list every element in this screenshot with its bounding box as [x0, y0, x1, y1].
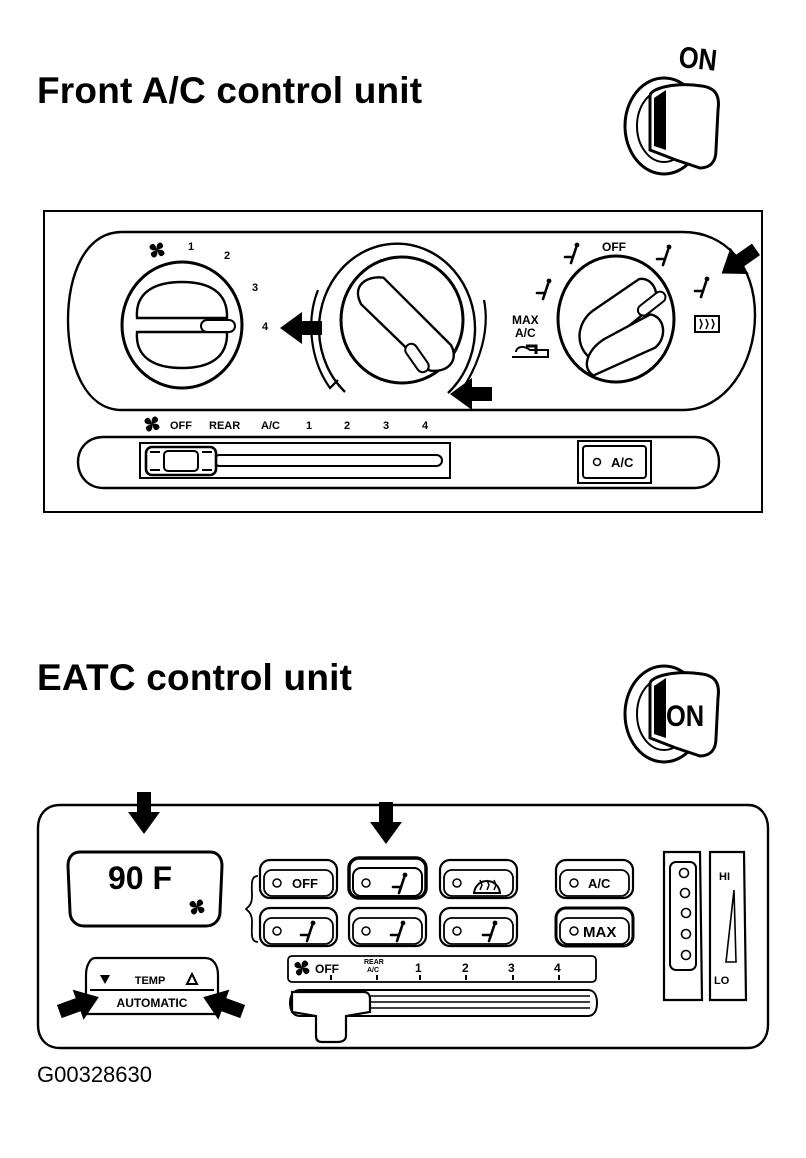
eatc-panel-button[interactable]	[438, 906, 519, 948]
automatic-button[interactable]: AUTOMATIC	[96, 993, 208, 1011]
slider-speed-4: 4	[422, 420, 429, 432]
temperature-display: 90 F	[66, 850, 224, 928]
fan-speed-knob[interactable]	[120, 260, 244, 390]
eatc-slider-rear-line1: REAR	[364, 959, 384, 966]
eatc-windshield-defrost-button[interactable]	[438, 858, 519, 900]
slider-ac-label: A/C	[261, 420, 280, 432]
eatc-blower-label-strip	[287, 955, 597, 983]
eatc-unit-title: EATC control unit	[37, 657, 353, 698]
eatc-slider-speed-4: 4	[554, 961, 561, 975]
eatc-slider-off-label: OFF	[315, 962, 339, 976]
eatc-slider-rear-line2: A/C	[367, 967, 379, 974]
sunload-sensor	[662, 850, 704, 1002]
eatc-slider-speed-2: 2	[462, 961, 469, 975]
recirculation-icon	[512, 344, 549, 358]
eatc-max-label: MAX	[583, 924, 616, 941]
ignition-key-icon: ON	[623, 664, 720, 764]
slider-off-label: OFF	[170, 420, 192, 432]
temperature-knob[interactable]	[310, 242, 487, 394]
key-on-label: ON	[666, 699, 704, 732]
eatc-ac-label: A/C	[588, 876, 611, 891]
slider-speed-1: 1	[306, 420, 312, 432]
eatc-off-button[interactable]: OFF	[258, 858, 339, 900]
ignition-key-icon: ON	[623, 40, 720, 176]
temp-down-button[interactable]	[100, 975, 110, 984]
eatc-defrost-floor-button[interactable]	[347, 856, 428, 900]
eatc-panel-floor-button[interactable]	[347, 906, 428, 948]
fan-speed-4: 4	[262, 321, 269, 333]
mode-off-label: OFF	[602, 240, 626, 254]
blower-slider-handle[interactable]	[144, 445, 218, 477]
fan-speed-2: 2	[224, 250, 230, 262]
display-temperature-value: 90 F	[108, 860, 172, 896]
slider-speed-2: 2	[344, 420, 350, 432]
max-ac-label-line1: MAX	[512, 313, 539, 327]
front-ac-button-label: A/C	[611, 455, 634, 470]
front-unit-title: Front A/C control unit	[37, 70, 423, 111]
eatc-floor-button[interactable]	[258, 906, 339, 948]
eatc-max-button[interactable]: MAX	[554, 906, 635, 948]
mode-knob[interactable]	[556, 254, 676, 384]
hi-lo-range-indicator: HI LO	[708, 850, 748, 1002]
eatc-slider-speed-3: 3	[508, 961, 515, 975]
defrost-icon	[472, 879, 502, 894]
eatc-off-label: OFF	[292, 876, 318, 891]
key-on-label: ON	[677, 40, 719, 77]
figure-id: G00328630	[37, 1062, 152, 1087]
fan-speed-1: 1	[188, 241, 194, 253]
temp-label: TEMP	[135, 975, 166, 987]
automatic-label: AUTOMATIC	[117, 996, 188, 1010]
bracket	[244, 875, 259, 943]
front-ac-button[interactable]: A/C	[577, 440, 652, 484]
range-hi-label: HI	[719, 871, 730, 883]
eatc-slider-speed-1: 1	[415, 961, 422, 975]
range-lo-label: LO	[714, 975, 730, 987]
slider-rear-label: REAR	[209, 420, 240, 432]
eatc-ac-button[interactable]: A/C	[554, 858, 635, 900]
max-ac-label-line2: A/C	[515, 326, 536, 340]
eatc-blower-slider-handle[interactable]	[290, 990, 372, 1044]
fan-speed-3: 3	[252, 282, 258, 294]
rear-defrost-icon	[694, 315, 720, 333]
slider-speed-3: 3	[383, 420, 389, 432]
temp-up-button[interactable]	[185, 971, 199, 985]
